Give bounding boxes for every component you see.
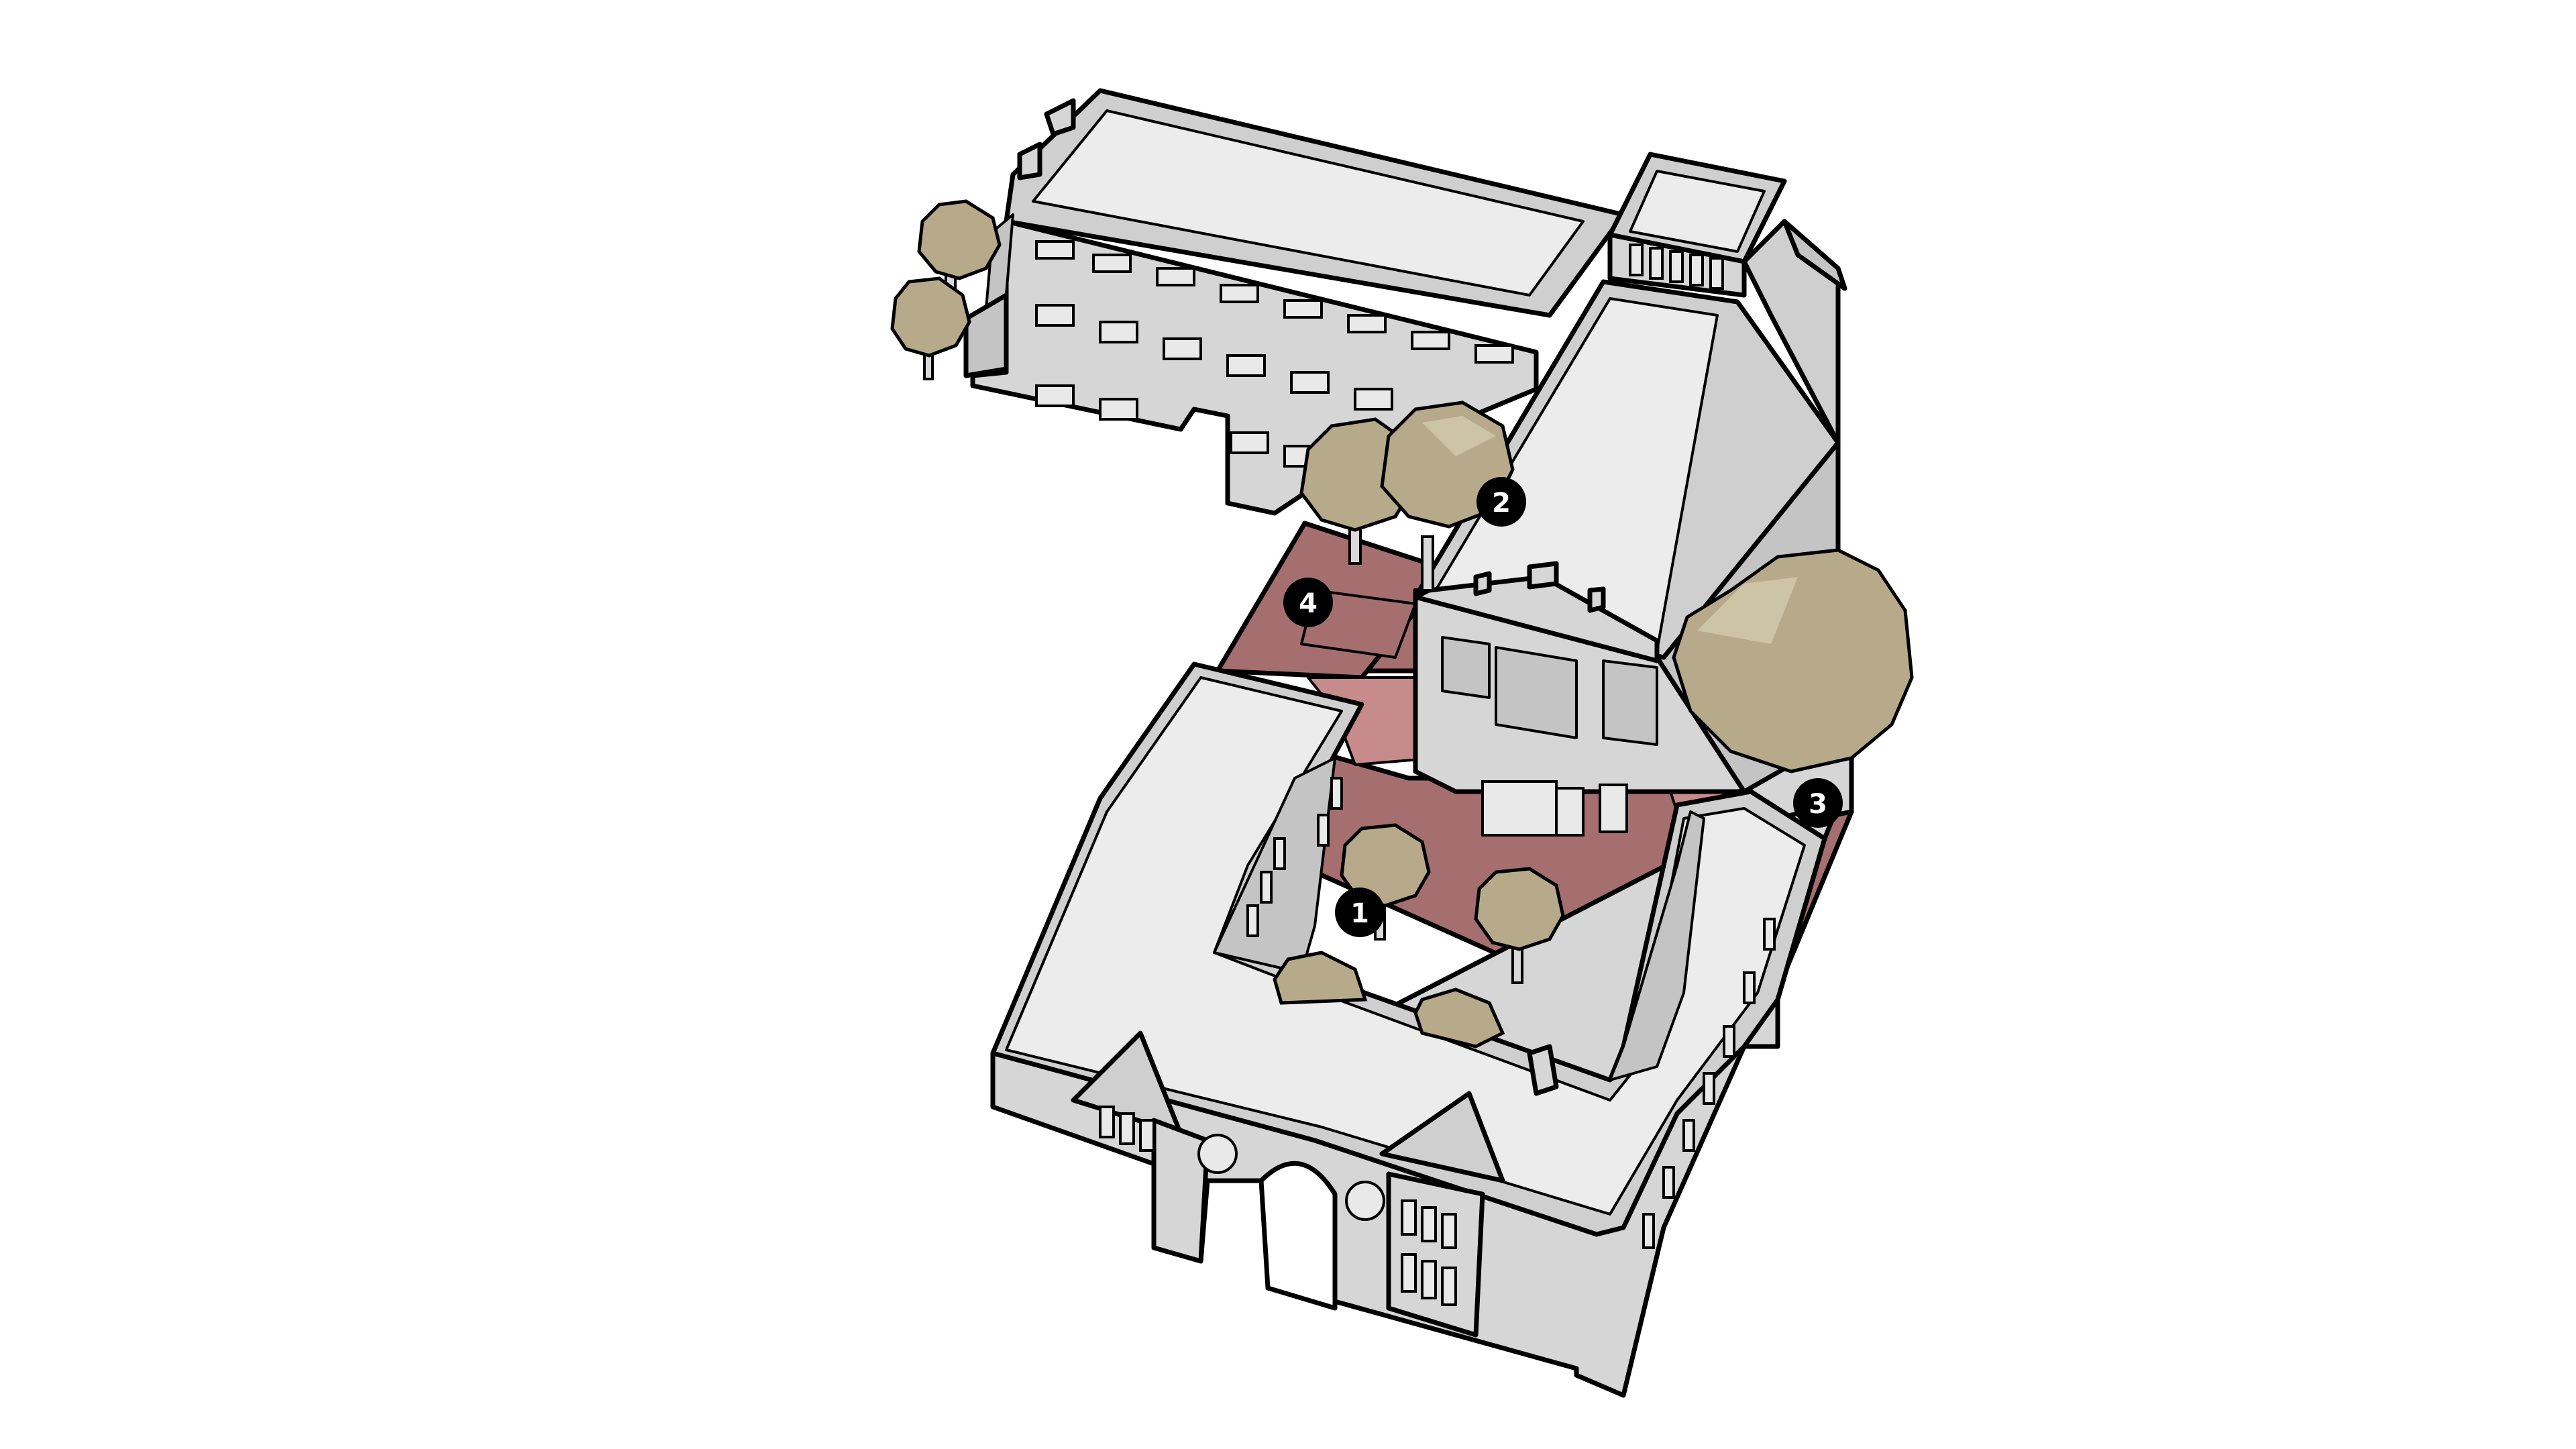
marker-4-label: 4 [1299, 588, 1318, 619]
marker-2-badge [1477, 477, 1526, 527]
marker-4: 4 [1283, 578, 1333, 627]
quad-inner-windows [1246, 777, 1343, 937]
trees [890, 199, 1914, 1049]
tree [1273, 951, 1368, 1005]
marker-3: 3 [1793, 778, 1843, 828]
marker-1: 1 [1335, 888, 1385, 937]
marker-2: 2 [1477, 477, 1526, 527]
marker-1-badge [1335, 888, 1385, 937]
marker-2-label: 2 [1492, 488, 1511, 519]
east-facade-windows [1642, 918, 1776, 1249]
building-front-quad [990, 661, 1841, 1398]
tower-louvers [1629, 244, 1724, 290]
marker-4-badge [1283, 578, 1333, 627]
tree [890, 276, 971, 380]
marker-3-badge [1793, 778, 1843, 828]
tree [1474, 867, 1565, 984]
tree [1413, 987, 1505, 1049]
marker-1-label: 1 [1350, 898, 1369, 929]
north-wing-windows [1035, 240, 1514, 468]
marker-3-label: 3 [1809, 789, 1827, 820]
tree [1672, 548, 1914, 773]
front-facade-windows [1099, 1106, 1457, 1306]
